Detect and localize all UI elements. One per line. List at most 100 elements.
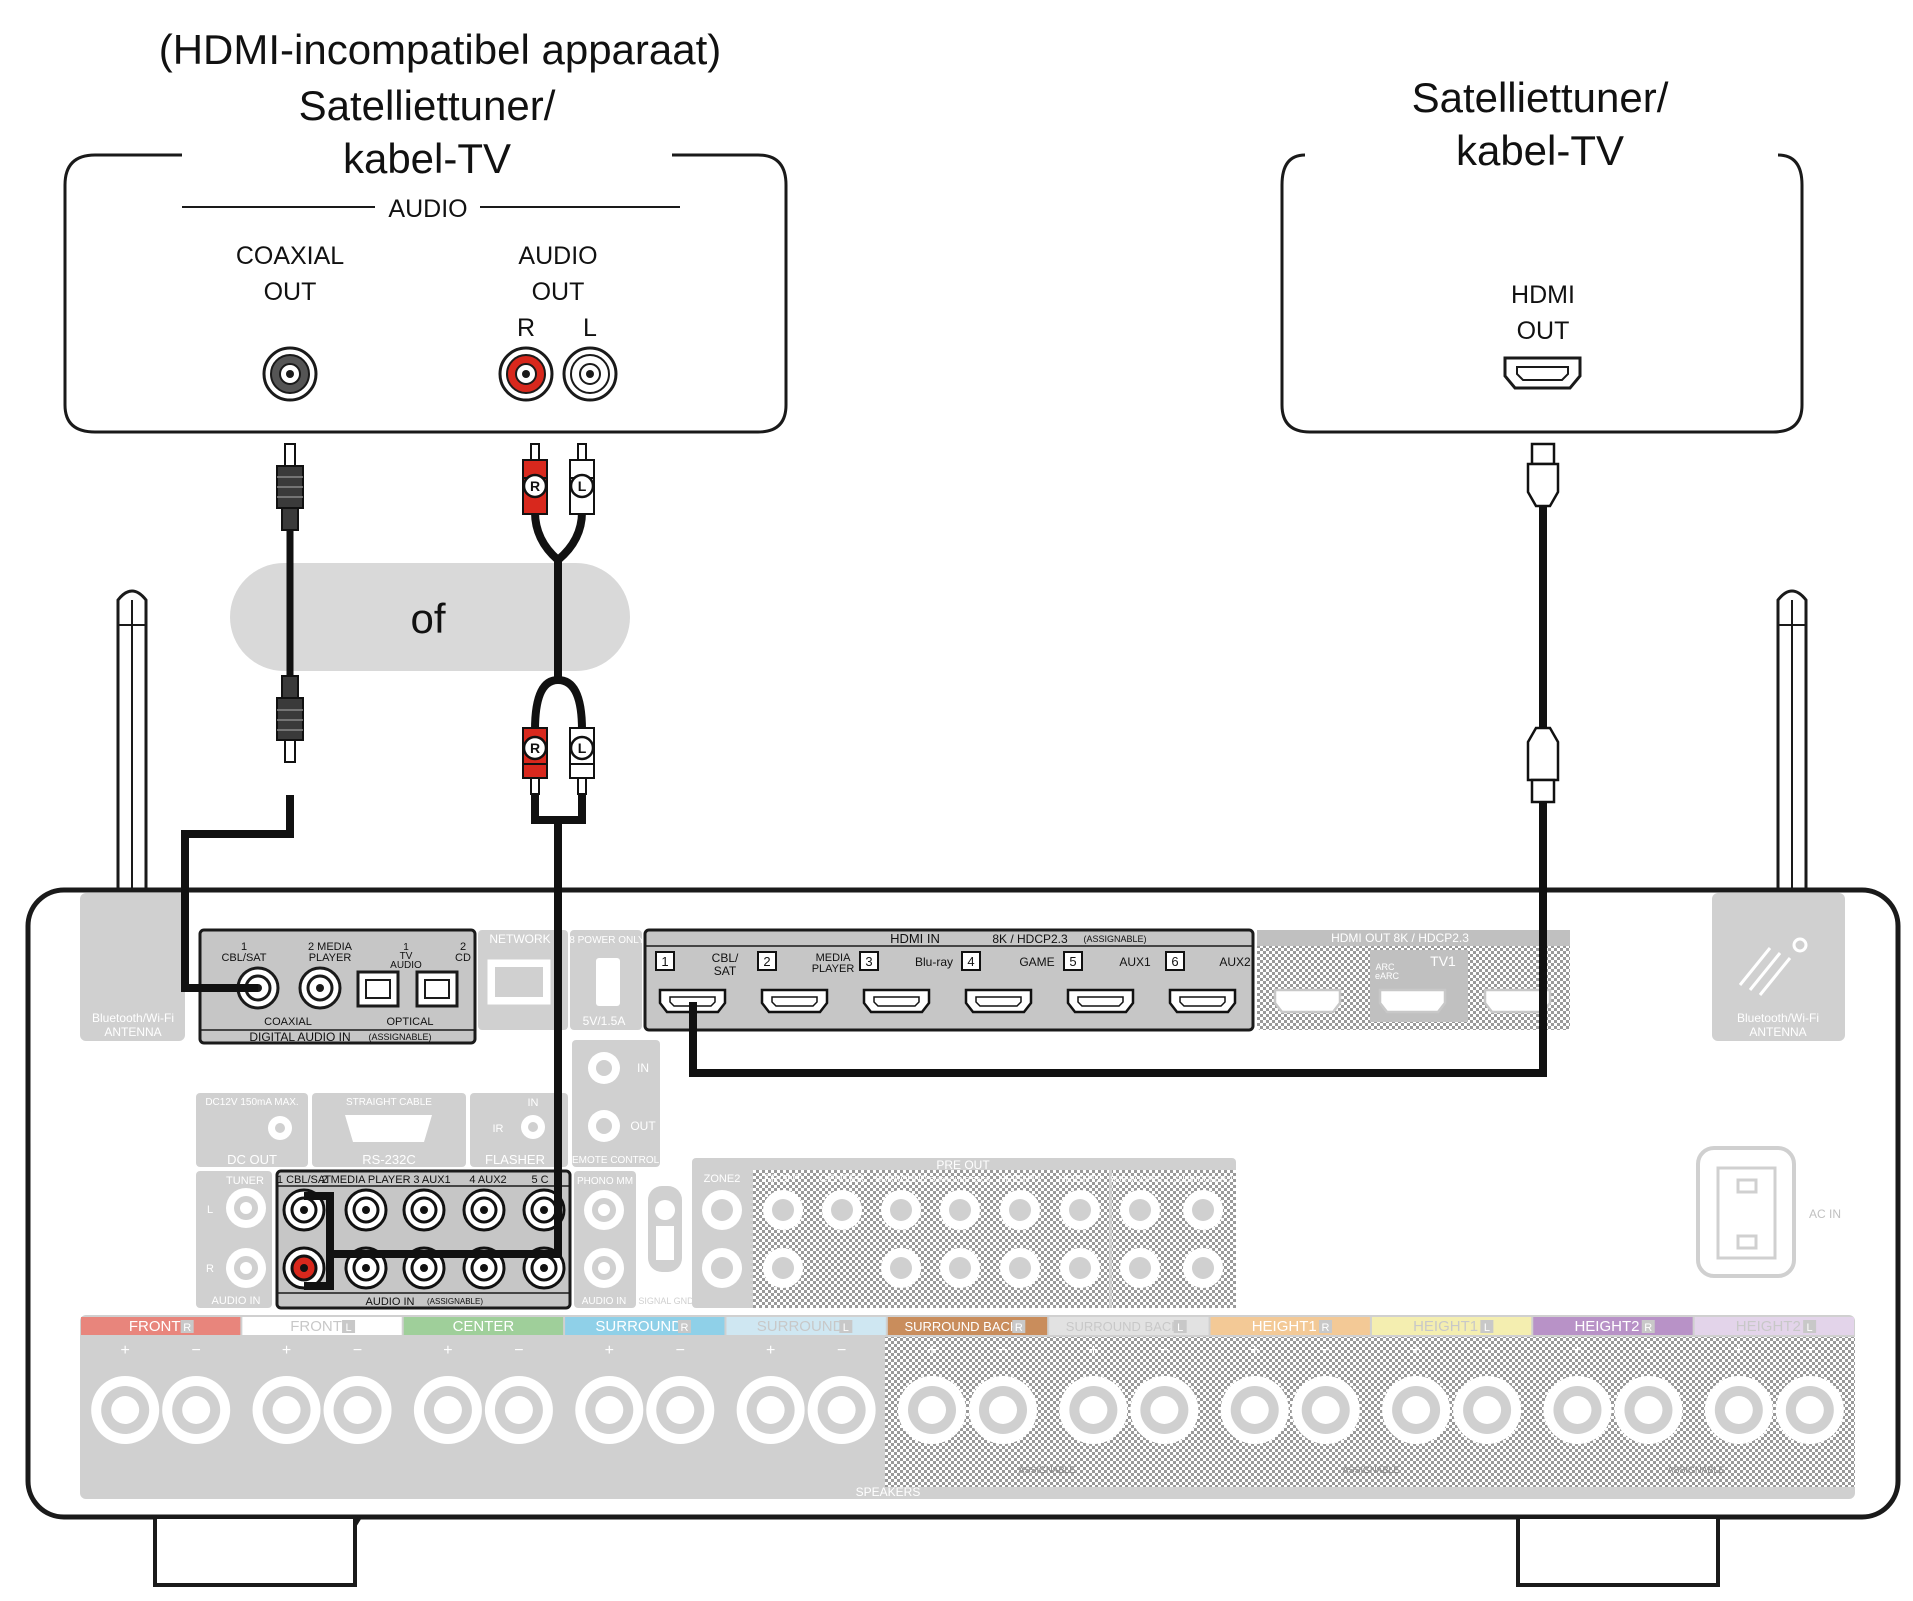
speaker-polarity-4-0: + [766, 1342, 775, 1359]
tuner-r: R [206, 1263, 214, 1275]
tuner-panel: TUNER L R AUDIO IN [196, 1171, 272, 1308]
hdmi-in-port-1-label-1: CBL/ [712, 951, 739, 965]
rca-plug-l-top-label: L [578, 478, 587, 494]
speaker-side-box-10 [1803, 1320, 1817, 1333]
speaker-terminal-core-3-0 [595, 1396, 624, 1424]
hdmi-in-port-4-num: 4 [967, 954, 974, 969]
tuner-audio-in-label: AUDIO IN [212, 1295, 261, 1307]
optical-label: OPTICAL [386, 1016, 433, 1028]
hdmi-in-port-4-label: GAME [1019, 955, 1054, 969]
speakers-assignable-1: ASSIGNABLE [1018, 1465, 1075, 1475]
left-device-title-line-2: Satelliettuner/ [299, 82, 556, 129]
pre-out-zone2: ZONE2 [704, 1173, 741, 1185]
signal-gnd-terminal: SIGNAL GND [638, 1186, 694, 1306]
speaker-side-label-4: L [843, 1322, 849, 1334]
audio-group-label: AUDIO [388, 195, 467, 223]
rca-plug-r-top: R [522, 443, 548, 515]
speaker-terminal-core-6-1 [1150, 1396, 1179, 1424]
flasher-in-label: IN [528, 1097, 539, 1109]
rs232-spec: STRAIGHT CABLE [346, 1097, 432, 1108]
pre-out-jacks [702, 1190, 1223, 1288]
hdmi-cable [689, 442, 1560, 1077]
pre-out-sub2: SUBWOOFER 2 [1173, 1175, 1233, 1184]
remote-footer: REMOTE CONTROL [565, 1155, 660, 1166]
hdmi-out-port-icon [1503, 356, 1582, 390]
speaker-terminal-core-2-1 [504, 1396, 533, 1424]
flasher-ir-label: IR [493, 1123, 504, 1135]
digital-coax-jack-2 [298, 966, 342, 1010]
audio-in-jack-l-4 [462, 1188, 506, 1232]
digital-audio-in-panel: 1 CBL/SAT 2 MEDIA PLAYER 1 TV AUDIO 2 CD [198, 928, 477, 1045]
pre-out-height1: HEIGHT1 [998, 1174, 1042, 1185]
coaxial-cable [181, 443, 304, 992]
speaker-terminal-core-9-0 [1563, 1396, 1592, 1424]
speaker-group-label-1: FRONT [290, 1318, 342, 1335]
speaker-side-box-5 [1012, 1320, 1026, 1333]
speaker-polarity-2-0: + [443, 1342, 452, 1359]
audio-out-r-jack [498, 346, 554, 402]
hdmi-in-assignable: (ASSIGNABLE) [1083, 934, 1146, 944]
pre-out-center: CENTER [819, 1173, 864, 1185]
av-receiver: Bluetooth/Wi-Fi ANTENNA Bluetooth/Wi-Fi … [25, 887, 1901, 1587]
speaker-terminal-core-8-1 [1473, 1396, 1502, 1424]
left-device-title-line-1: (HDMI-incompatibel apparaat) [159, 26, 722, 73]
speaker-polarity-0-1: − [192, 1342, 201, 1359]
digital-in-4-num: 2 [460, 941, 466, 953]
flasher-panel [470, 1093, 568, 1167]
digital-in-2-num: 2 MEDIA [308, 941, 353, 953]
speaker-group-2: CENTER+− [403, 1317, 564, 1444]
speaker-side-label-8: L [1484, 1322, 1490, 1334]
digital-in-3-label: TV [400, 951, 413, 962]
speaker-group-label-4: SURROUND [757, 1318, 844, 1335]
speaker-polarity-7-1: − [1321, 1342, 1330, 1359]
remote-in-label: IN [637, 1061, 649, 1075]
audio-in-panel: 1 CBL/SAT 2 MEDIA PLAYER 3 AUX1 4 AUX2 5… [275, 1169, 572, 1310]
audio-out-l-jack [562, 346, 618, 402]
speaker-terminal-core-4-0 [756, 1396, 785, 1424]
phono-label: PHONO MM [577, 1176, 633, 1187]
left-antenna-label-1: Bluetooth/Wi-Fi [92, 1011, 174, 1025]
left-device-title-line-3: kabel-TV [343, 135, 511, 182]
left-antenna-label-2: ANTENNA [104, 1025, 161, 1039]
hdmi-out-label-2: OUT [1517, 317, 1570, 345]
hdmi-in-port-5-num: 5 [1069, 954, 1076, 969]
speaker-polarity-5-1: − [998, 1342, 1007, 1359]
speaker-polarity-0-0: + [121, 1342, 130, 1359]
coaxial-out-label-2: OUT [264, 278, 317, 306]
digital-in-4-label: CD [455, 952, 471, 964]
speaker-polarity-8-1: − [1482, 1342, 1491, 1359]
hdmi-in-port-1-num: 1 [661, 954, 668, 969]
coaxial-plug-top [276, 443, 304, 531]
speaker-side-label-3: R [680, 1322, 688, 1334]
audio-out-l-label: L [583, 314, 597, 342]
speaker-polarity-10-1: − [1805, 1342, 1814, 1359]
hdmi-out-label-1: HDMI [1511, 281, 1575, 309]
right-device-title-line-2: kabel-TV [1456, 127, 1624, 174]
hdmi-in-port-6-label: AUX2 [1219, 955, 1251, 969]
speaker-polarity-10-0: + [1734, 1342, 1743, 1359]
speaker-group-label-7: HEIGHT1 [1252, 1318, 1317, 1335]
speaker-terminal-core-5-0 [918, 1396, 946, 1424]
phono-panel: PHONO MM AUDIO IN [574, 1171, 636, 1308]
right-antenna-label-2: ANTENNA [1749, 1025, 1806, 1039]
audio-in-5-label: 5 C [531, 1174, 548, 1186]
phono-audio-in-label: AUDIO IN [582, 1296, 626, 1307]
tuner-l: L [207, 1204, 213, 1216]
dc-out-panel [196, 1093, 308, 1167]
hdmi-in-port-1-label-2: SAT [714, 964, 737, 978]
pre-out-jack-centers [711, 1199, 1214, 1279]
network-label: NETWORK [489, 932, 550, 946]
audio-in-jack-l-3 [402, 1188, 446, 1232]
speaker-terminal-core-2-0 [433, 1396, 462, 1424]
hdmi-in-port-2-label-1: MEDIA [816, 952, 852, 964]
remote-out-label: OUT [630, 1119, 656, 1133]
speaker-polarity-1-1: − [353, 1342, 362, 1359]
speaker-side-box-8 [1480, 1320, 1494, 1333]
or-bubble: of [230, 563, 630, 671]
